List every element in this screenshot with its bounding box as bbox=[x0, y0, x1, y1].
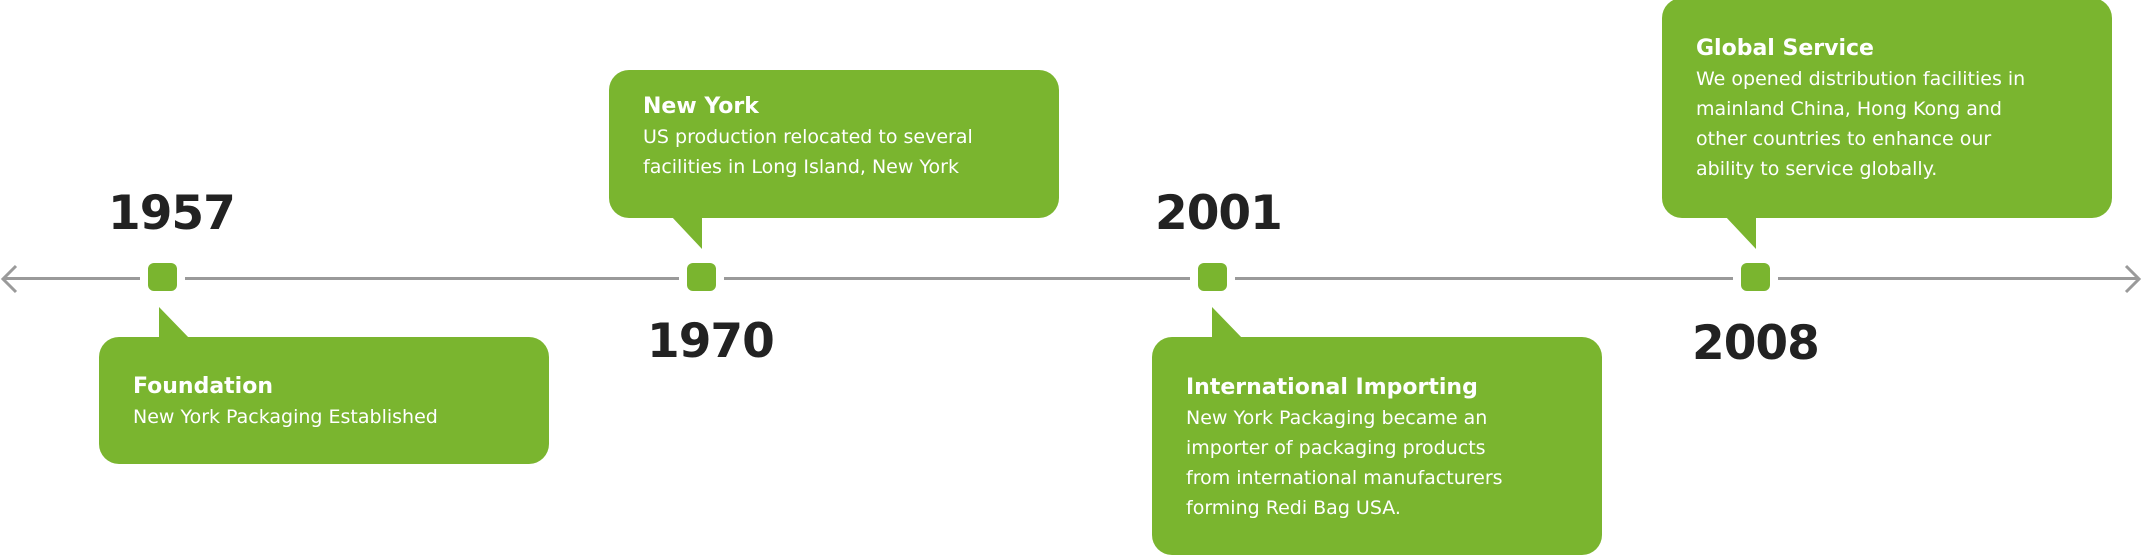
event-description-line: US production relocated to several bbox=[643, 126, 973, 148]
timeline-marker-2001 bbox=[1198, 263, 1227, 291]
bubble-tail-1957 bbox=[159, 307, 190, 339]
event-description-line: ability to service globally. bbox=[1696, 158, 1938, 180]
event-title: Global Service bbox=[1696, 36, 1874, 61]
event-description-line: forming Redi Bag USA. bbox=[1186, 497, 1401, 519]
timeline-marker-1957 bbox=[148, 263, 177, 291]
timeline-axis-segment bbox=[185, 277, 679, 280]
bubble-tail-1970 bbox=[671, 216, 702, 249]
event-title: Foundation bbox=[133, 374, 274, 399]
timeline-axis-segment bbox=[4, 277, 140, 280]
timeline-marker-2008 bbox=[1741, 263, 1770, 291]
event-description-line: other countries to enhance our bbox=[1696, 128, 1992, 150]
event-title: International Importing bbox=[1186, 375, 1478, 400]
event-description-line: from international manufacturers bbox=[1186, 467, 1503, 489]
event-card-new-york: New York US production relocated to seve… bbox=[609, 70, 1059, 218]
event-card-foundation: Foundation New York Packaging Establishe… bbox=[99, 337, 549, 464]
arrow-left-icon bbox=[0, 264, 18, 294]
event-title: New York bbox=[643, 94, 759, 119]
event-description-line: mainland China, Hong Kong and bbox=[1696, 98, 2002, 120]
bubble-tail-2008 bbox=[1725, 216, 1756, 249]
event-description-line: importer of packaging products bbox=[1186, 437, 1486, 459]
event-description-line: New York Packaging became an bbox=[1186, 407, 1488, 429]
event-description-line: facilities in Long Island, New York bbox=[643, 156, 959, 178]
timeline-axis-segment bbox=[1778, 277, 2138, 280]
timeline-axis-segment bbox=[1235, 277, 1733, 280]
timeline-marker-1970 bbox=[687, 263, 716, 291]
year-label-2008: 2008 bbox=[1692, 316, 1820, 371]
timeline-axis-segment bbox=[724, 277, 1190, 280]
event-card-global-service: Global Service We opened distribution fa… bbox=[1662, 0, 2112, 218]
event-description-line: New York Packaging Established bbox=[133, 406, 438, 428]
year-label-2001: 2001 bbox=[1155, 186, 1283, 241]
event-card-international-importing: International Importing New York Packagi… bbox=[1152, 337, 1602, 555]
year-label-1970: 1970 bbox=[647, 314, 775, 369]
year-label-1957: 1957 bbox=[108, 186, 236, 241]
arrow-right-icon bbox=[2124, 264, 2142, 294]
event-description-line: We opened distribution facilities in bbox=[1696, 68, 2026, 90]
bubble-tail-2001 bbox=[1212, 307, 1243, 339]
